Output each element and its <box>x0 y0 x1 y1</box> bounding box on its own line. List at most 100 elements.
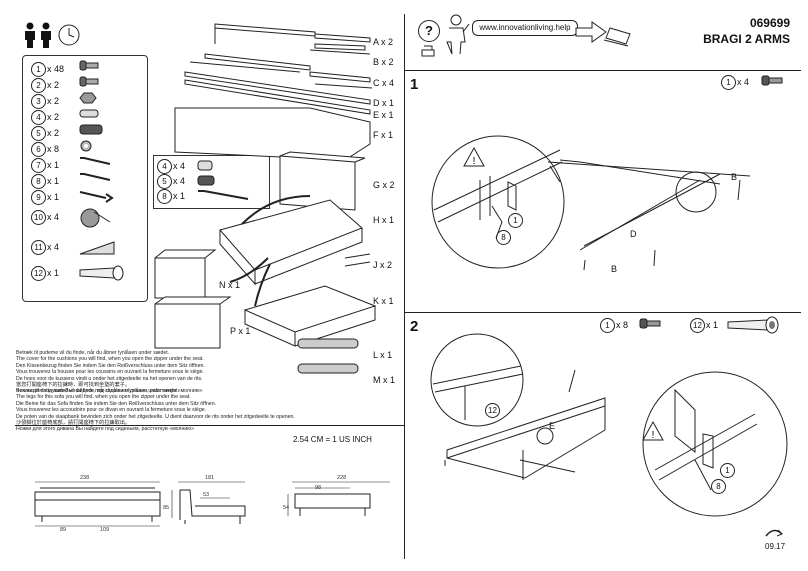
two-persons-icon <box>25 22 51 48</box>
note-cushion-line: The cover for the cushions you will find… <box>16 356 204 363</box>
note-cushion-line: De hoes voor de kussens vindt u onder he… <box>16 375 203 382</box>
hardware-7-number: 7 <box>31 158 46 173</box>
step2-hw1-qty: x 8 <box>616 320 629 330</box>
part-H-base <box>219 199 363 286</box>
svg-text:!: ! <box>652 430 655 441</box>
hardware-12-qty: x 1 <box>47 268 60 278</box>
arm-hardware-8-qty: x 1 <box>173 191 186 201</box>
step2-label-8: 8 <box>711 479 726 494</box>
arm-hardware-5-icon <box>197 175 215 186</box>
hardware-2-qty: x 2 <box>47 80 60 90</box>
phone-icon <box>421 45 435 57</box>
step2-callout-E: E <box>549 421 556 431</box>
hardware-10-number: 10 <box>31 210 46 225</box>
arm-hardware-box <box>153 155 270 209</box>
part-C-label: C x 4 <box>373 78 395 88</box>
hardware-1-number: 1 <box>31 62 46 77</box>
step2-hw1-num: 1 <box>600 318 615 333</box>
part-B-label: B x 2 <box>373 57 394 67</box>
part-K-box <box>243 285 377 347</box>
note-legs-line: Ножки для этого дивана Вы найдете под си… <box>16 426 195 433</box>
washer-icon <box>80 140 92 152</box>
dim-side-seat: 53 <box>203 492 210 498</box>
dimension-drawings <box>34 481 390 527</box>
part-J-label: J x 2 <box>373 260 393 270</box>
step2-callout-12: 12 <box>485 403 500 418</box>
wheel-icon <box>80 208 111 228</box>
part-L-roll <box>297 338 359 349</box>
hardware-5-qty: x 2 <box>47 128 60 138</box>
note-legs-line: Vous trouverez les accoudoirs pour ce di… <box>16 407 207 414</box>
part-B-rails <box>309 43 371 55</box>
part-M-label: M x 1 <box>373 375 396 385</box>
arrow-to-G <box>241 195 311 225</box>
part-DE-rails <box>184 71 371 115</box>
step1-hw-qty: x 4 <box>737 77 750 87</box>
part-A-label: A x 2 <box>373 37 394 47</box>
dim-bed-length: 228 <box>337 475 347 481</box>
step-2-number: 2 <box>410 318 419 335</box>
dim-side-height: 85 <box>163 505 170 511</box>
hardware-6-qty: x 8 <box>47 144 60 154</box>
hardware-5-number: 5 <box>31 126 46 141</box>
step1-bolt-icon <box>761 75 783 86</box>
note-legs-line: The legs for this sofa you will find, wh… <box>16 394 191 401</box>
product-title: BRAGI 2 ARMS <box>703 32 790 46</box>
dim-front-right: 109 <box>100 527 110 533</box>
wedge-icon <box>79 241 115 255</box>
hardware-9-number: 9 <box>31 190 46 205</box>
arm-hardware-5-number: 5 <box>157 174 172 189</box>
note-legs-line: 沙發腳位於座椅底部，請打開座椅下的拉鍊取出。 <box>16 420 131 427</box>
hardware-8-qty: x 1 <box>47 176 60 186</box>
hardware-2-number: 2 <box>31 78 46 93</box>
part-G-label: G x 2 <box>373 180 395 190</box>
note-legs-line: Die Beine für das Sofa finden Sie indem … <box>16 400 217 407</box>
website-link[interactable]: www.innovationliving.help <box>472 20 578 36</box>
hardware-3-number: 3 <box>31 94 46 109</box>
step2-leg-icon <box>727 316 779 334</box>
arm-hardware-8-number: 8 <box>157 189 172 204</box>
hardware-11-qty: x 4 <box>47 242 60 252</box>
notes-divider <box>15 425 404 426</box>
dim-bed-height: 54 <box>283 505 290 511</box>
parts-illustration <box>154 23 377 374</box>
arm-hardware-5-qty: x 4 <box>173 176 186 186</box>
arm-hardware-4-icon <box>197 160 213 171</box>
hardware-1-qty: x 48 <box>47 64 65 74</box>
hardware-box <box>22 55 148 302</box>
dim-bed-depth: 98 <box>315 485 322 491</box>
hardware-11-number: 11 <box>31 240 46 255</box>
note-cushion-line: Betræk til pudeme vil du finde, når du å… <box>16 350 170 356</box>
step2-bolt-icon <box>639 318 661 329</box>
part-H-label: H x 1 <box>373 215 395 225</box>
arrow-to-laptop-icon <box>575 21 631 47</box>
dim-front-left: 89 <box>60 527 67 533</box>
note-cushion-line: 當您打開座椅下的拉鍊時，即可找到坐墊的套子。 <box>16 382 131 389</box>
bolt-icon <box>79 60 99 71</box>
step1-label-8: 8 <box>496 230 511 245</box>
step1-callout-B1: B <box>731 172 738 182</box>
step2-hw2-qty: x 1 <box>706 320 719 330</box>
wrench-icon <box>79 191 114 203</box>
step1-hw-num: 1 <box>721 75 736 90</box>
arm-hardware-8-icon <box>198 190 249 200</box>
arrow-to-P <box>254 263 271 307</box>
hardware-3-qty: x 2 <box>47 96 60 106</box>
hardware-9-qty: x 1 <box>47 192 60 202</box>
dim-side-depth: 181 <box>205 475 215 481</box>
part-K-label: K x 1 <box>373 296 394 306</box>
arm-hardware-4-qty: x 4 <box>173 161 186 171</box>
note-cushion-line: Den Kissenbezug finden Sie indem Sie den… <box>16 362 205 369</box>
part-P-label: P x 1 <box>230 326 251 336</box>
hardware-4-qty: x 2 <box>47 112 60 122</box>
part-E-label: E x 1 <box>373 110 394 120</box>
step-1-number: 1 <box>410 76 419 93</box>
step2-hw2-num: 12 <box>690 318 705 333</box>
step1-callout-D: D <box>630 229 637 239</box>
spring-bolt-icon <box>79 124 103 135</box>
note-cushion-line: Vous trouverez la housse pour les coussi… <box>16 369 205 376</box>
allen-key-icon <box>80 157 111 165</box>
center-divider <box>404 14 405 559</box>
hardware-4-number: 4 <box>31 110 46 125</box>
hardware-7-qty: x 1 <box>47 160 60 170</box>
